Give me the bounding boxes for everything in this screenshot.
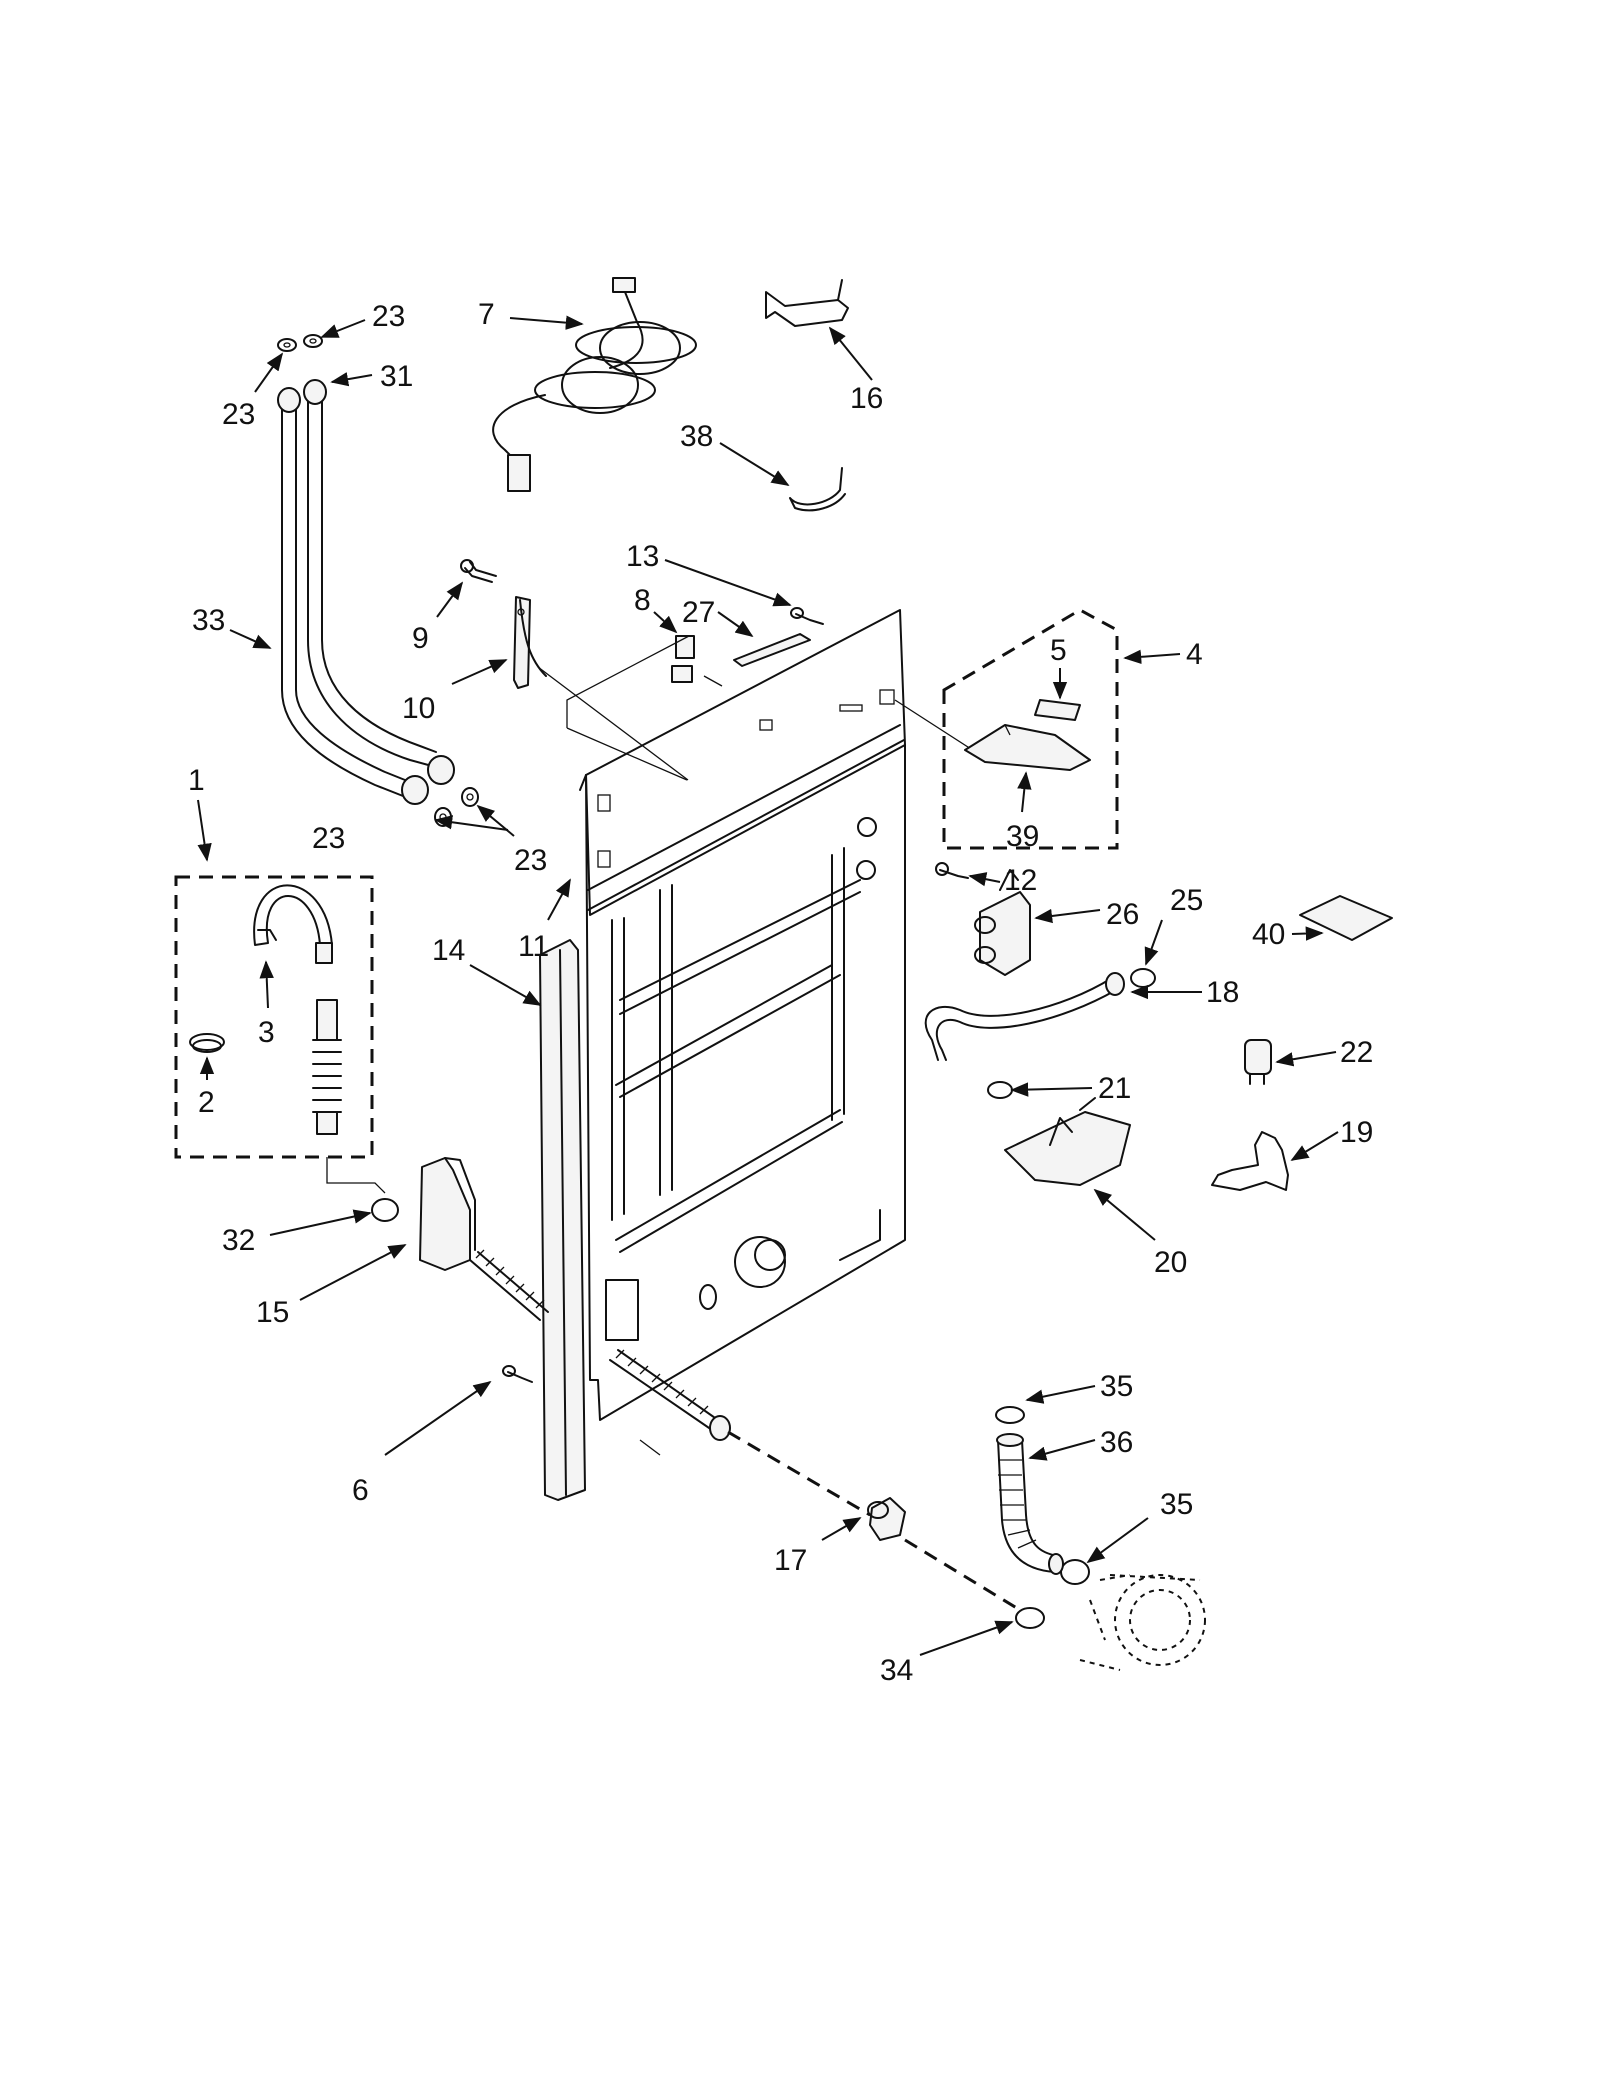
callout-36: 36	[1100, 1426, 1133, 1459]
callout-7: 7	[478, 298, 495, 331]
hose-clamp-part-21	[987, 1081, 1013, 1099]
callout-32: 32	[222, 1224, 255, 1257]
panel-port-h	[856, 860, 876, 880]
kit-group-box-1	[174, 875, 374, 1159]
drain-aux-line	[639, 1439, 661, 1456]
screw-part-13	[790, 607, 824, 625]
inlet-hoses-part	[277, 379, 455, 805]
callout-3: 3	[258, 1016, 275, 1049]
callout-10: 10	[402, 692, 435, 725]
callout-25: 25	[1170, 884, 1203, 917]
callout-23b: 23	[222, 398, 255, 431]
callout-35b: 35	[1160, 1488, 1193, 1521]
hose-clamp-part-25	[1130, 968, 1156, 988]
fill-hose-part	[924, 972, 1125, 1061]
drain-hose-corrugated-part	[469, 1249, 731, 1441]
drain-path-dashed	[727, 1430, 871, 1517]
callout-13: 13	[626, 540, 659, 573]
kit-group-box-4	[942, 608, 1119, 850]
callout-23d: 23	[514, 844, 547, 877]
hose-clamp-part-2	[189, 1033, 225, 1053]
hose-extension-part	[312, 999, 342, 1135]
callout-16: 16	[850, 382, 883, 415]
callout-23c: 23	[312, 822, 345, 855]
hose-clamp-part-32	[371, 1198, 399, 1222]
callout-15: 15	[256, 1296, 289, 1329]
part-8	[671, 635, 695, 683]
panel-outline-extra	[566, 635, 690, 781]
callout-31: 31	[380, 360, 413, 393]
drain-coupler-part	[867, 1497, 906, 1541]
callout-38: 38	[680, 420, 713, 453]
callout-33: 33	[192, 604, 225, 637]
callout-4: 4	[1186, 638, 1203, 671]
kit-connector-line	[326, 1157, 386, 1194]
label-part-40	[1299, 895, 1393, 941]
elbow-hose-part	[996, 1433, 1064, 1575]
tub-inlet-part	[1004, 1097, 1131, 1186]
screw-part-9	[460, 559, 497, 583]
hose-clamp-part-35a	[995, 1406, 1025, 1424]
callout-20: 20	[1154, 1246, 1187, 1279]
water-valve-part	[974, 869, 1031, 976]
hose-washer-part-top	[277, 334, 323, 352]
callout-40: 40	[1252, 918, 1285, 951]
callout-19: 19	[1340, 1116, 1373, 1149]
callout-2: 2	[198, 1086, 215, 1119]
hose-clamp-part-34	[1015, 1607, 1045, 1629]
part-27	[733, 633, 811, 667]
side-rail-part	[539, 939, 586, 1501]
callout-23a: 23	[372, 300, 405, 333]
clip-part-38	[789, 467, 846, 512]
callout-22: 22	[1340, 1036, 1373, 1069]
bracket-part-15	[419, 1157, 476, 1271]
leader-lines	[197, 315, 1339, 1656]
callout-26: 26	[1106, 898, 1139, 931]
callout-1: 1	[188, 764, 205, 797]
power-cord-part	[492, 277, 697, 492]
drain-path-dashed-2	[904, 1538, 1021, 1612]
callout-numbers: 1 2 3 4 5 6 7 8 9 10 11 12 13 14 15 16 1…	[188, 298, 1373, 1687]
callout-17: 17	[774, 1544, 807, 1577]
callout-18: 18	[1206, 976, 1239, 1009]
callout-39: 39	[1006, 820, 1039, 853]
drain-hose-hook-part	[253, 884, 333, 964]
screw-part-12	[935, 862, 969, 879]
capacitor-part	[1244, 1039, 1272, 1085]
label-part-5	[1034, 699, 1081, 721]
bracket-part-16	[765, 279, 849, 327]
callout-11: 11	[518, 930, 549, 963]
screw-part-6	[502, 1365, 533, 1383]
strap-part-10	[513, 596, 547, 689]
callout-27: 27	[682, 596, 715, 629]
part-39	[964, 724, 1091, 771]
callout-8: 8	[634, 584, 651, 617]
panel-port-c	[857, 817, 877, 837]
hose-clamp-part-35b	[1060, 1559, 1090, 1585]
bracket-part-19	[1211, 1131, 1289, 1191]
callout-35a: 35	[1100, 1370, 1133, 1403]
callout-6: 6	[352, 1474, 369, 1507]
callout-21: 21	[1098, 1072, 1131, 1105]
callout-34: 34	[880, 1654, 913, 1687]
callout-14: 14	[432, 934, 465, 967]
rear-panel-part	[579, 609, 906, 1421]
callout-9: 9	[412, 622, 429, 655]
pump-outline-dashed	[1079, 1574, 1206, 1671]
callout-12: 12	[1004, 864, 1037, 897]
callout-5: 5	[1050, 634, 1067, 667]
